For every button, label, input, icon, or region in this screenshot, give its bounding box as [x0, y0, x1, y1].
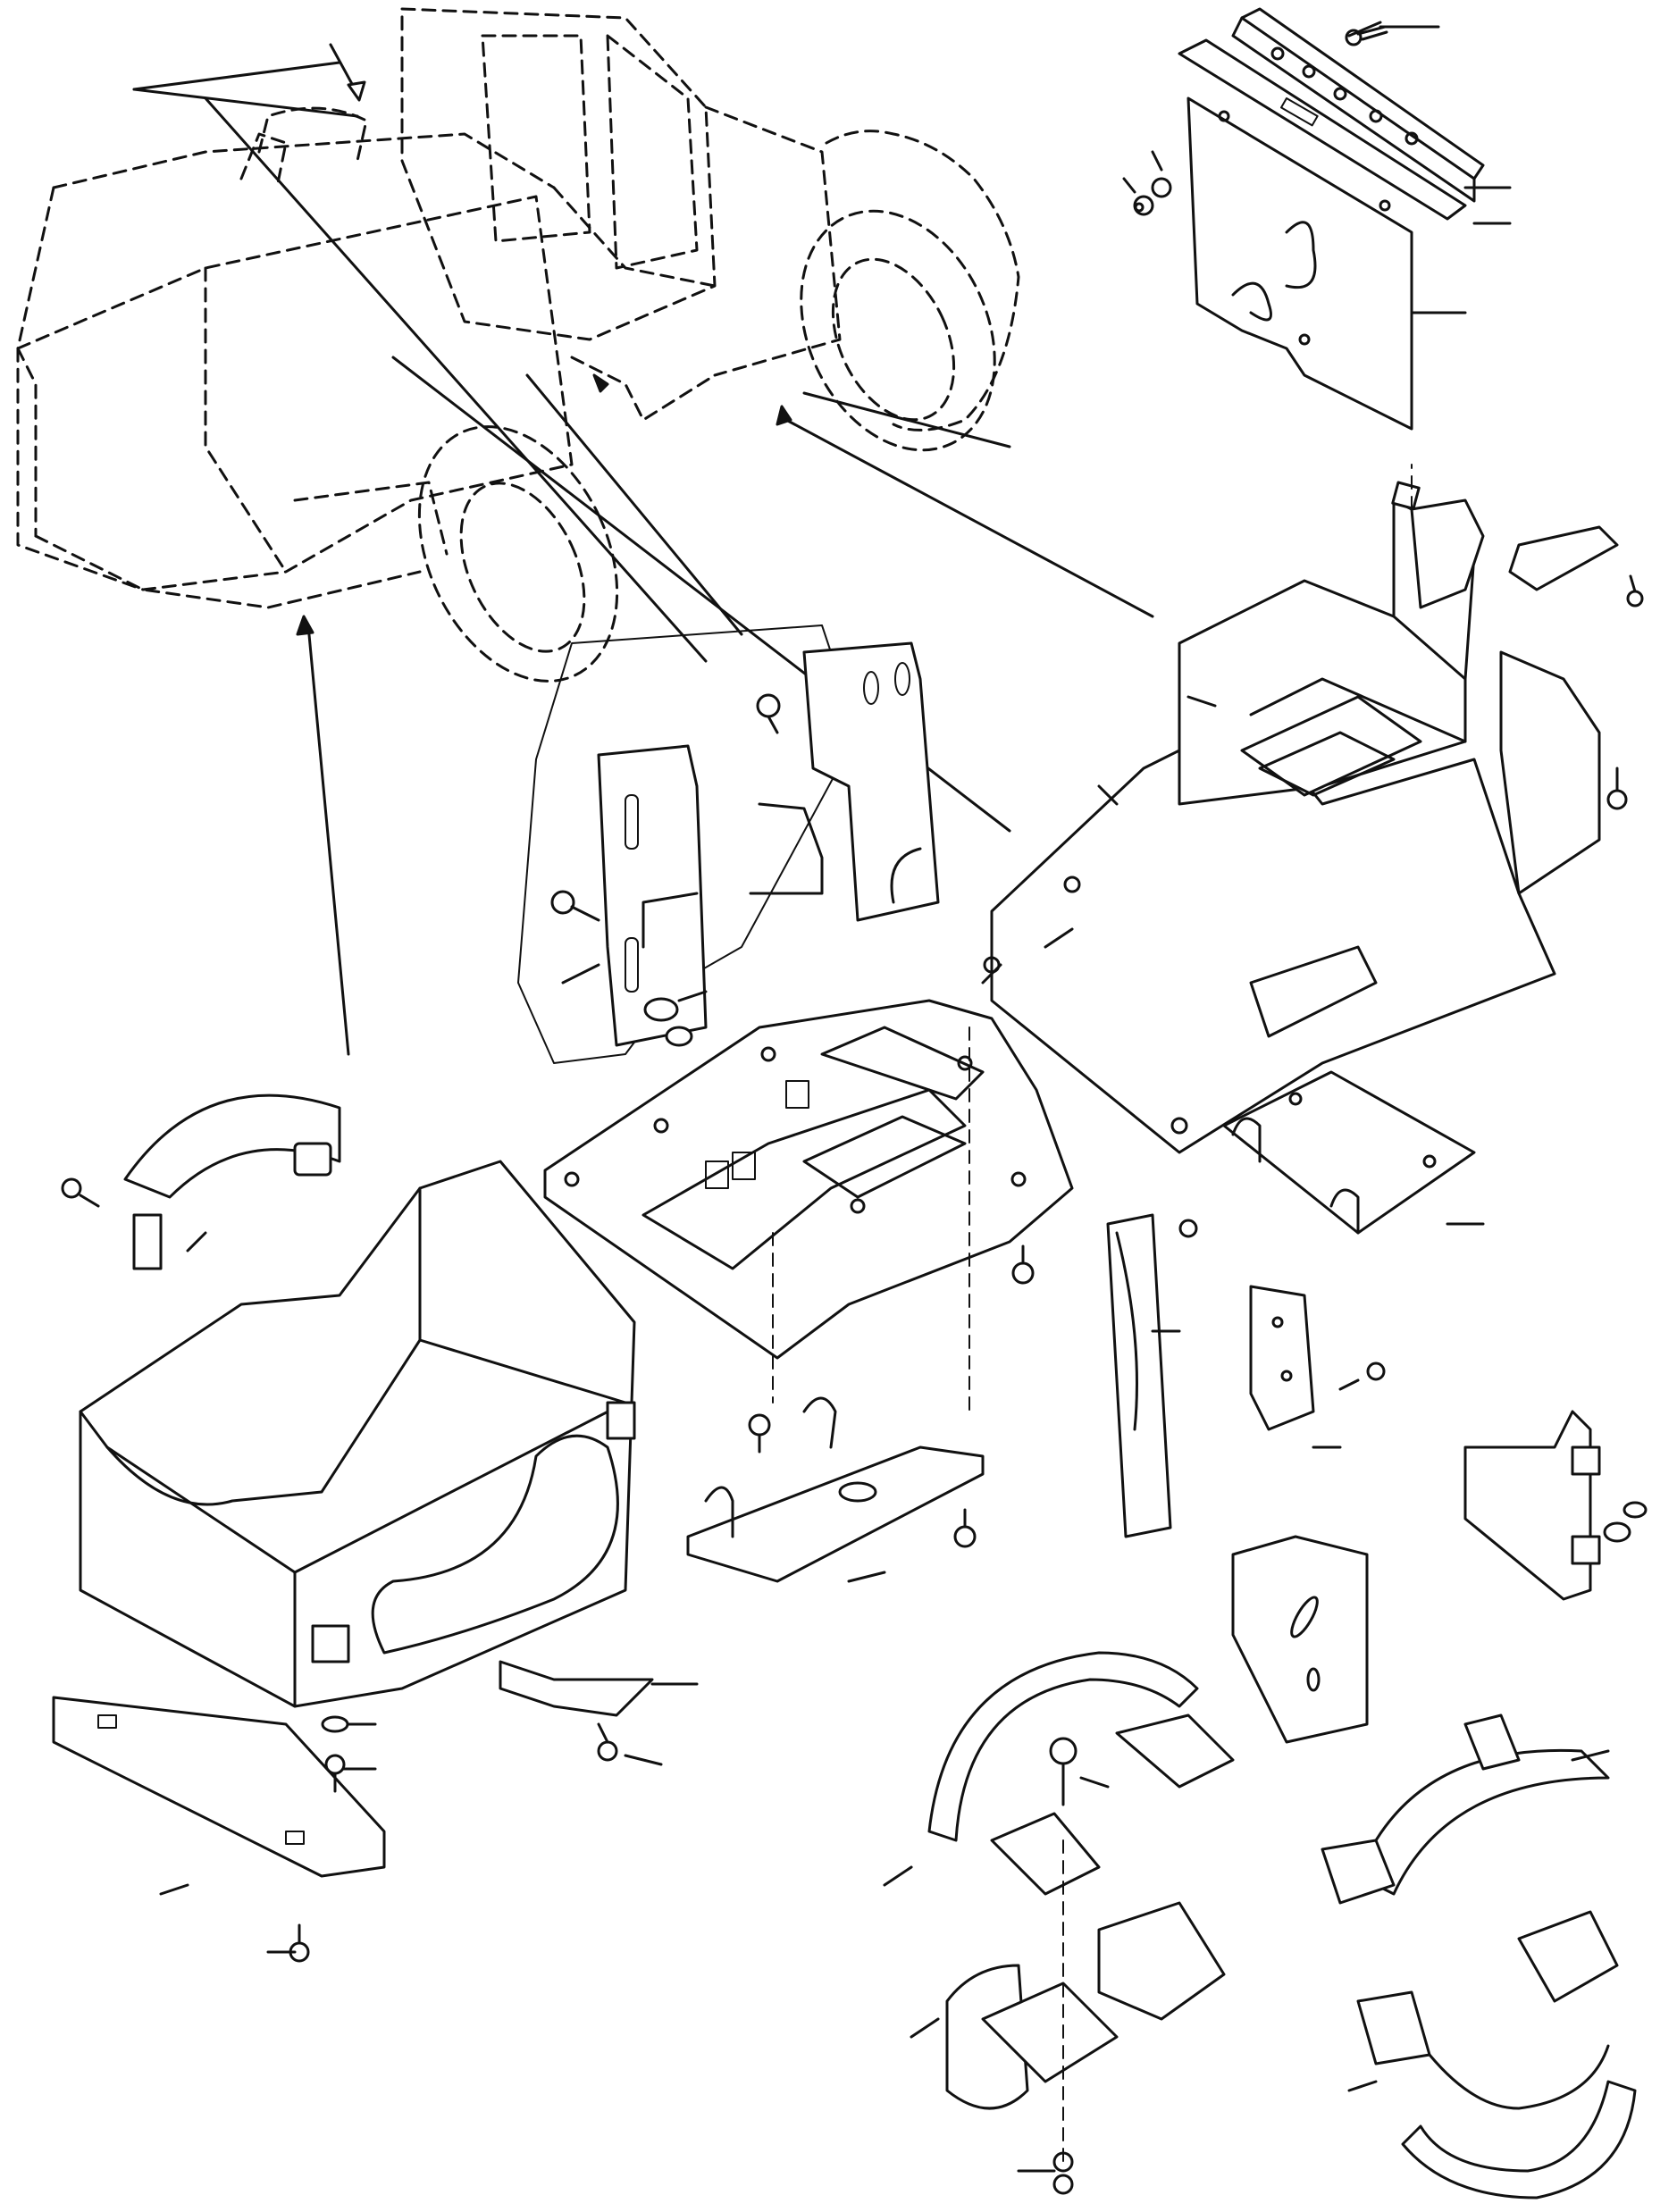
bracket-group [517, 624, 940, 1064]
fender-group-right [1321, 1713, 1637, 2199]
fender-group-left [883, 1651, 1235, 2195]
floor-plate [543, 999, 1074, 1412]
mounting-plates [1106, 1070, 1648, 1744]
right-battery-box [981, 464, 1644, 1154]
machine-outline [16, 7, 1020, 683]
floor-cover-plate [686, 1244, 1035, 1583]
main-battery-box [52, 1093, 699, 1963]
assembly-guide-lines [132, 43, 1154, 1056]
top-plate-bracket [1122, 7, 1512, 431]
